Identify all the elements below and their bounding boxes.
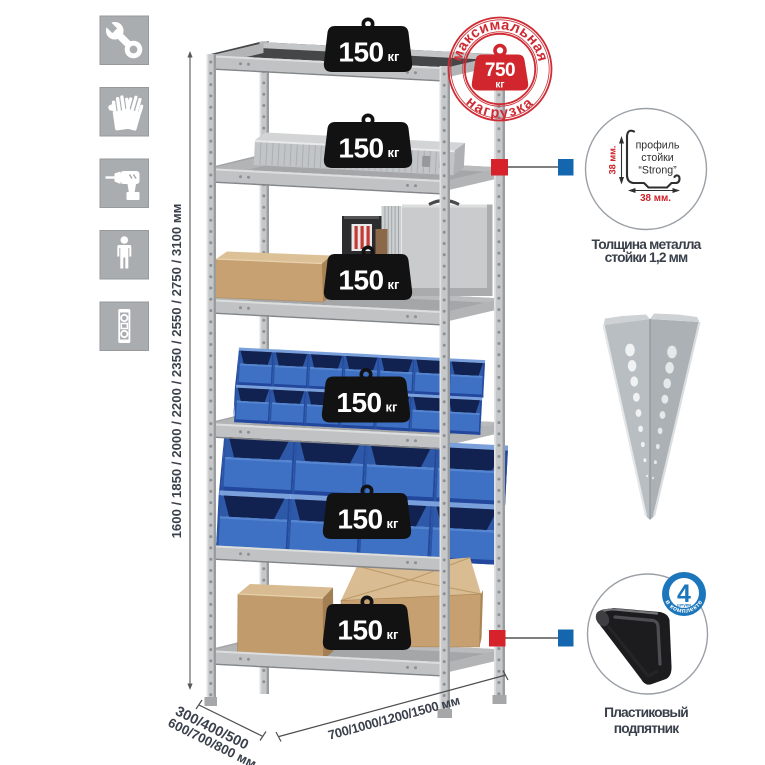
svg-text:Толщина металла: Толщина металла: [592, 237, 702, 252]
svg-text:4: 4: [677, 580, 691, 608]
svg-text:стойки: стойки: [641, 152, 673, 164]
svg-text:“Strong”: “Strong”: [638, 165, 677, 177]
svg-text:750: 750: [485, 60, 515, 81]
svg-text:1600 / 1850 / 2000 / 2200 / 23: 1600 / 1850 / 2000 / 2200 / 2350 / 2550 …: [169, 204, 184, 539]
svg-text:штуки: штуки: [677, 603, 691, 608]
svg-text:подпятник: подпятник: [614, 721, 679, 736]
svg-text:профиль: профиль: [636, 140, 680, 152]
svg-text:Пластиковый: Пластиковый: [604, 705, 688, 720]
svg-text:стойки 1,2 мм: стойки 1,2 мм: [605, 250, 688, 265]
svg-text:38 мм.: 38 мм.: [640, 193, 671, 204]
svg-text:кг: кг: [495, 80, 504, 91]
svg-text:38 мм.: 38 мм.: [608, 146, 618, 175]
